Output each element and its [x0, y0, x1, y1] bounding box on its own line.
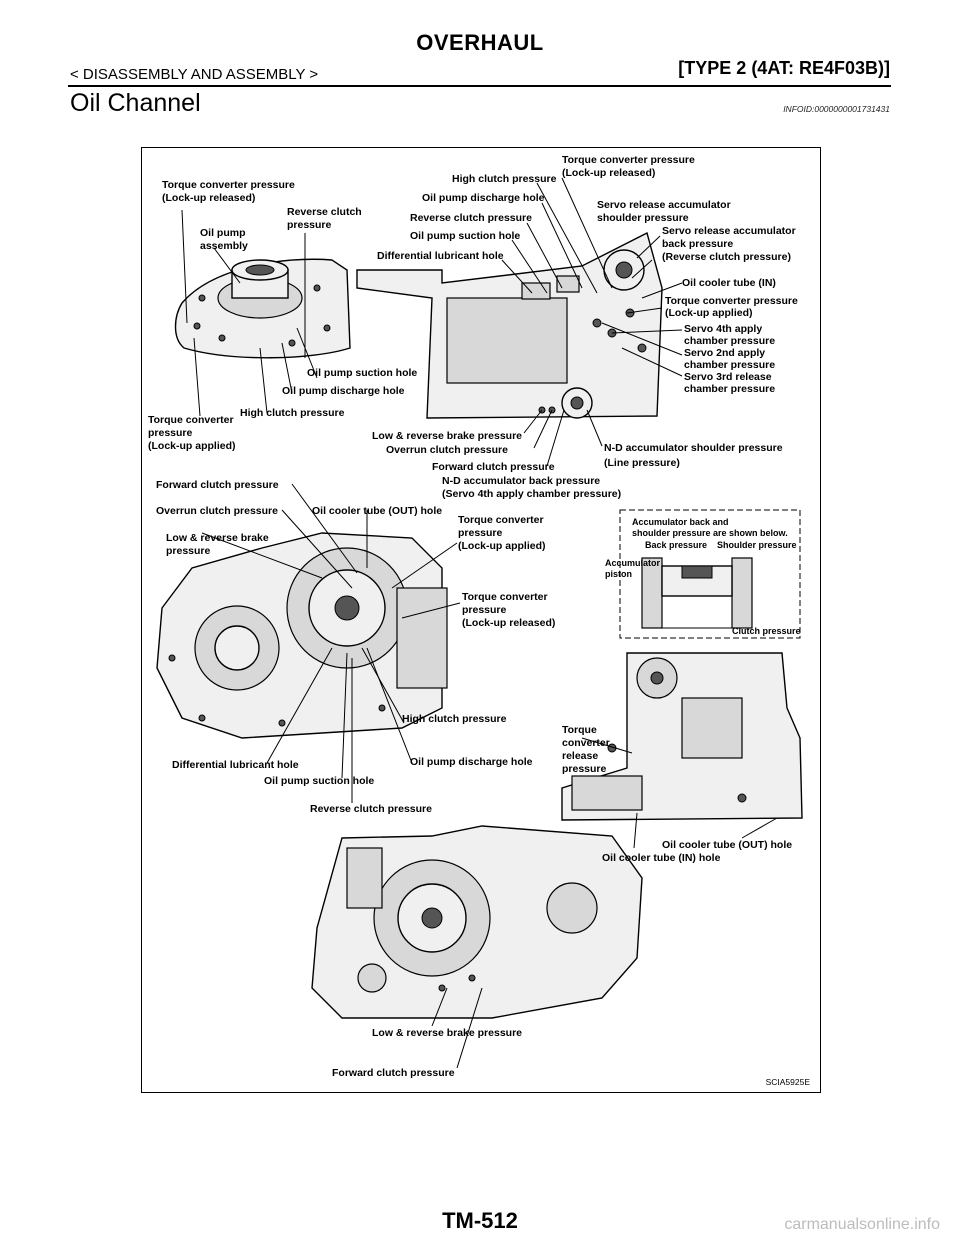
model-type: [TYPE 2 (4AT: RE4F03B)]	[678, 58, 890, 78]
label-forward-clutch-3: Forward clutch pressure	[332, 1067, 455, 1079]
label-oil-pump-suction-3: Oil pump suction hole	[264, 775, 374, 787]
label-servo-4th-apply-b: chamber pressure	[684, 335, 775, 347]
label-servo-release-back: Servo release accumulator	[662, 225, 796, 237]
label-accum-piston-b: piston	[605, 569, 632, 579]
label-differential-lube-1: Differential lubricant hole	[377, 250, 504, 262]
label-servo-2nd-apply: Servo 2nd apply	[684, 347, 765, 359]
label-tc-release-c: release	[562, 750, 598, 762]
leader-lines	[181, 177, 778, 1069]
label-low-reverse-brake-2: Low & reverse brake	[166, 532, 269, 544]
label-servo-release-back-c: (Reverse clutch pressure)	[662, 251, 791, 263]
label-differential-lube-2: Differential lubricant hole	[172, 759, 299, 771]
label-tc-lockup-released-1b: (Lock-up released)	[162, 192, 255, 204]
label-forward-clutch-2: Forward clutch pressure	[156, 479, 279, 491]
label-tc-release-d: pressure	[562, 763, 607, 775]
oil-pump-assembly-drawing	[174, 258, 351, 359]
label-servo-4th-apply: Servo 4th apply	[684, 323, 762, 335]
label-low-reverse-brake-3: Low & reverse brake pressure	[372, 1027, 522, 1039]
label-oil-pump-discharge-3: Oil pump discharge hole	[410, 756, 533, 768]
label-reverse-clutch-3: Reverse clutch pressure	[310, 803, 432, 815]
label-reverse-clutch-2: Reverse clutch pressure	[410, 212, 532, 224]
label-tc-lockup-applied-3c: (Lock-up applied)	[458, 540, 546, 552]
label-forward-clutch-1: Forward clutch pressure	[432, 461, 555, 473]
label-accum-note: Accumulator back and	[632, 517, 729, 527]
breadcrumb: < DISASSEMBLY AND ASSEMBLY >	[70, 66, 319, 83]
label-oil-pump-suction-2: Oil pump suction hole	[410, 230, 520, 242]
converter-housing-drawing	[156, 532, 448, 739]
cooler-side-drawing	[561, 652, 803, 821]
label-nd-accum-back-b: (Servo 4th apply chamber pressure)	[442, 488, 621, 500]
label-tc-lockup-applied-2: Torque converter pressure	[665, 295, 798, 307]
label-high-clutch-1: High clutch pressure	[240, 407, 345, 419]
label-oil-pump-assembly-b: assembly	[200, 240, 248, 252]
label-oil-pump-discharge-2: Oil pump discharge hole	[422, 192, 545, 204]
label-nd-accum-shoulder-b: (Line pressure)	[604, 457, 680, 469]
label-low-reverse-brake-1: Low & reverse brake pressure	[372, 430, 522, 442]
page-number: TM-512	[442, 1208, 518, 1233]
label-reverse-clutch-1b: pressure	[287, 219, 332, 231]
label-tc-lockup-applied-2b: (Lock-up applied)	[665, 307, 753, 319]
label-tc-lockup-applied-3b: pressure	[458, 527, 503, 539]
section-title: Oil Channel	[70, 89, 201, 117]
oil-channel-diagram: Torque converter pressure (Lock-up relea…	[148, 154, 803, 1079]
label-nd-accum-back: N-D accumulator back pressure	[442, 475, 600, 487]
label-accum-piston: Accumulator	[605, 558, 661, 568]
label-servo-3rd-release: Servo 3rd release	[684, 371, 772, 383]
page-header-title: OVERHAUL	[416, 30, 544, 55]
transaxle-case-drawing	[311, 825, 643, 1019]
label-tc-lockup-released-2: Torque converter pressure	[562, 154, 695, 166]
label-clutch-pressure: Clutch pressure	[732, 626, 801, 636]
label-tc-lockup-applied-1b: pressure	[148, 427, 193, 439]
label-servo-3rd-release-b: chamber pressure	[684, 383, 775, 395]
label-overrun-clutch-2: Overrun clutch pressure	[156, 505, 278, 517]
label-tc-release-b: converter	[562, 737, 610, 749]
label-oil-pump-discharge-1: Oil pump discharge hole	[282, 385, 405, 397]
label-nd-accum-shoulder: N-D accumulator shoulder pressure	[604, 442, 783, 454]
label-overrun-clutch-1: Overrun clutch pressure	[386, 444, 508, 456]
label-back-pressure: Back pressure	[645, 540, 707, 550]
label-servo-release-shoulder-b: shoulder pressure	[597, 212, 689, 224]
label-tc-lockup-released-1: Torque converter pressure	[162, 179, 295, 191]
label-servo-release-back-b: back pressure	[662, 238, 733, 250]
label-oil-cooler-in: Oil cooler tube (IN)	[682, 277, 776, 289]
label-tc-lockup-applied-1c: (Lock-up applied)	[148, 440, 236, 452]
label-reverse-clutch-1: Reverse clutch	[287, 206, 362, 218]
label-tc-lockup-released-3: Torque converter	[462, 591, 548, 603]
oil-channel-figure: Torque converter pressure (Lock-up relea…	[141, 147, 821, 1093]
label-tc-lockup-applied-1: Torque converter	[148, 414, 234, 426]
watermark: carmanualsonline.info	[784, 1216, 940, 1233]
label-high-clutch-3: High clutch pressure	[402, 713, 507, 725]
label-oil-cooler-in-hole: Oil cooler tube (IN) hole	[602, 852, 721, 864]
label-accum-note-b: shoulder pressure are shown below.	[632, 528, 788, 538]
label-servo-2nd-apply-b: chamber pressure	[684, 359, 775, 371]
label-oil-cooler-out-hole-1: Oil cooler tube (OUT) hole	[312, 505, 442, 517]
accumulator-inset	[619, 509, 801, 639]
label-oil-pump-assembly: Oil pump	[200, 227, 246, 239]
figure-id: SCIA5925E	[765, 1077, 810, 1087]
label-tc-release: Torque	[562, 724, 597, 736]
label-servo-release-shoulder: Servo release accumulator	[597, 199, 731, 211]
label-high-clutch-2: High clutch pressure	[452, 173, 557, 185]
label-tc-lockup-released-3b: pressure	[462, 604, 507, 616]
label-tc-lockup-released-2b: (Lock-up released)	[562, 167, 655, 179]
label-low-reverse-brake-2b: pressure	[166, 545, 211, 557]
label-oil-cooler-out-hole-2: Oil cooler tube (OUT) hole	[662, 839, 792, 851]
label-shoulder-pressure: Shoulder pressure	[717, 540, 797, 550]
valve-body-drawing-top	[356, 231, 663, 419]
figure-labels: Torque converter pressure (Lock-up relea…	[148, 154, 801, 1079]
label-tc-lockup-released-3c: (Lock-up released)	[462, 617, 555, 629]
header-divider	[68, 85, 891, 87]
label-tc-lockup-applied-3: Torque converter	[458, 514, 544, 526]
label-oil-pump-suction-1: Oil pump suction hole	[307, 367, 417, 379]
info-id: INFOID:0000000001731431	[783, 104, 890, 114]
